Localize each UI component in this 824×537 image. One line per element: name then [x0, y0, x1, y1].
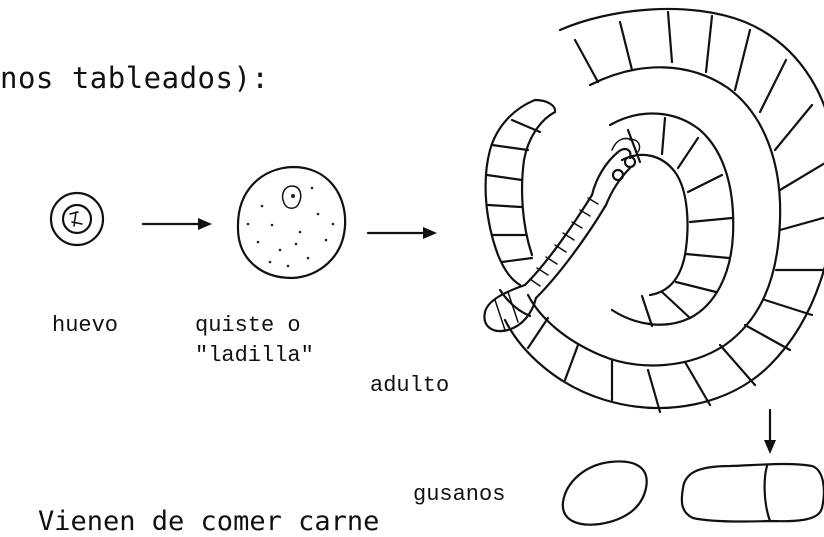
worms-label: gusanos	[413, 482, 506, 507]
worm-segments-drawing	[561, 460, 824, 526]
arrow-adult-to-worms	[764, 408, 776, 454]
arrow-cyst-to-adult	[366, 227, 437, 239]
tapeworm-coil-drawing	[483, 7, 824, 414]
egg-label: huevo	[52, 313, 119, 338]
egg-drawing	[49, 191, 105, 247]
section-heading: nos tableados):	[0, 61, 270, 95]
cyst-label-line2: "ladilla"	[195, 343, 314, 368]
cyst-label-line1: quiste o	[195, 313, 301, 338]
arrow-egg-to-cyst	[141, 218, 212, 230]
adult-label: adulto	[370, 373, 450, 398]
cyst-drawing	[236, 165, 347, 280]
